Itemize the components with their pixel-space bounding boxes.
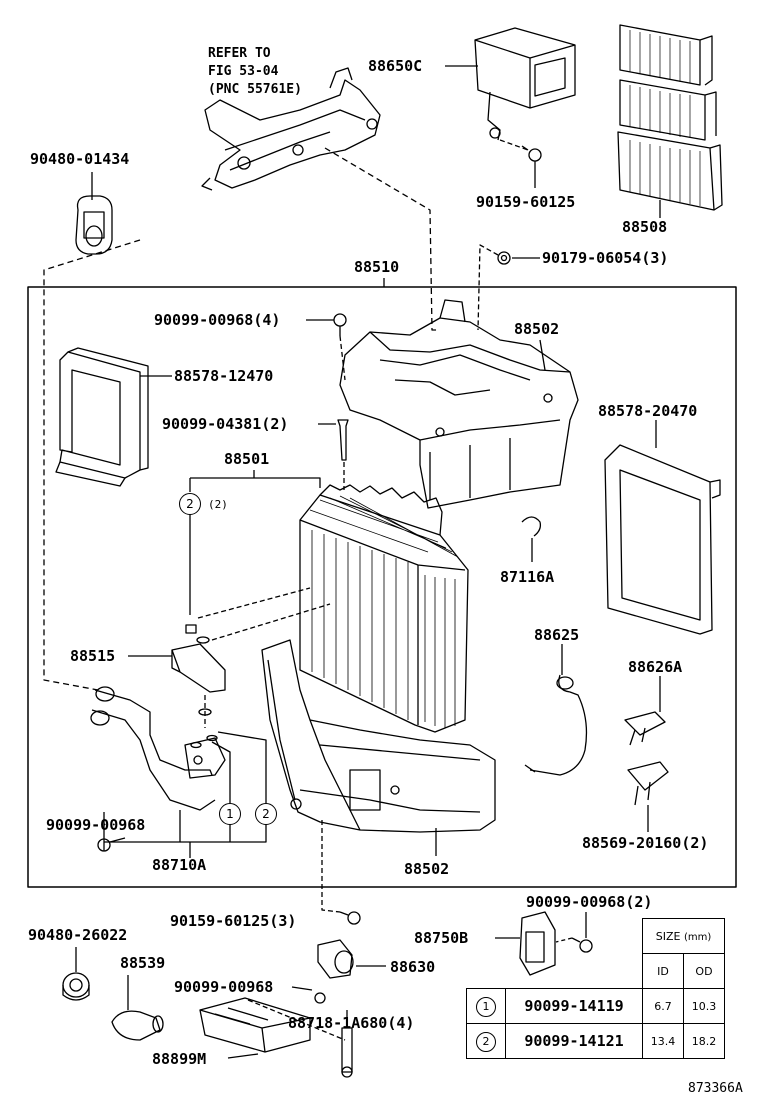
label-90480-26022: 90480-26022 [28,926,128,944]
callout-circle-2-top: 2 [179,493,201,515]
pipe-assembly-drawing [90,686,226,811]
clip-drawing [521,516,542,537]
refer-note-line2: FIG 53-04 [208,64,279,79]
od-header: OD [683,953,725,989]
screw-90099-2-drawing [571,937,593,953]
label-90099-00968-4: 90099-00968(4) [154,311,281,329]
label-88750b: 88750B [414,929,469,947]
row-od: 18.2 [683,1023,725,1059]
label-88510: 88510 [354,258,400,276]
label-88650c: 88650C [368,57,423,75]
label-90099-00968-2: 90099-00968(2) [526,893,653,911]
screw-90099-4-drawing [333,313,347,336]
label-90099-00968-left: 90099-00968 [46,816,146,834]
resistor-drawing [519,911,556,976]
row-id: 6.7 [642,988,684,1024]
label-90179-06054: 90179-06054(3) [542,249,669,267]
callout-circle-1: 1 [219,803,241,825]
bolt-88718-drawing [341,1027,353,1078]
row-index: 2 [476,1032,496,1052]
label-88710a: 88710A [152,856,207,874]
callout-2-quantity: (2) [208,498,228,511]
connector-88569-drawing [627,761,669,806]
label-88501: 88501 [224,450,270,468]
label-88515: 88515 [70,647,116,665]
label-88508: 88508 [622,218,668,236]
label-88539: 88539 [120,954,166,972]
grommet-drawing [75,195,113,255]
screw-90159-3-drawing [339,911,361,925]
refer-note-line1: REFER TO [208,46,271,61]
assembly-frame [27,286,737,888]
hose-drawing [111,1010,164,1041]
row-part-number: 90099-14121 [505,1023,643,1059]
connector-88626a-drawing [624,711,666,746]
label-88626a: 88626A [628,658,683,676]
row-part-number: 90099-14119 [505,988,643,1024]
nut-90179-drawing [497,251,511,265]
refer-note-line3: (PNC 55761E) [208,82,302,97]
label-87116a: 87116A [500,568,555,586]
figure-code: 873366A [688,1081,743,1096]
size-table-header-row: SIZE (mm) [467,918,725,954]
mounting-bracket-drawing [201,67,381,191]
table-row: 2 90099-14121 13.4 18.2 [466,1023,725,1059]
row-index: 1 [476,997,496,1017]
label-88899m: 88899M [152,1050,207,1068]
size-table: SIZE (mm) ID OD 1 90099-14119 6.7 10.3 2… [466,918,725,1059]
seal-right-drawing [604,444,721,635]
grommet-26022-drawing [62,972,90,1001]
label-90480-01434: 90480-01434 [30,150,130,168]
evaporator-drawing [299,484,469,733]
label-88578-20470: 88578-20470 [598,402,698,420]
label-88569-20160: 88569-20160(2) [582,834,709,852]
expansion-valve-drawing [171,624,226,749]
amplifier-drawing [474,27,576,141]
label-88625: 88625 [534,626,580,644]
table-row: 1 90099-14119 6.7 10.3 [466,988,725,1024]
duct-drawing [199,997,311,1053]
label-88502-top: 88502 [514,320,560,338]
label-88578-12470: 88578-12470 [174,367,274,385]
screw-90099-left-drawing [97,837,126,852]
size-table-subheader-row: ID OD [467,953,725,989]
label-90099-00968-bottom: 90099-00968 [174,978,274,996]
row-id: 13.4 [642,1023,684,1059]
id-header: ID [642,953,684,989]
upper-case-drawing [339,299,579,509]
label-90159-60125-top: 90159-60125 [476,193,576,211]
label-88718-1a680: 88718-1A680(4) [288,1014,415,1032]
filter-drawing [617,24,723,211]
label-88630: 88630 [390,958,436,976]
row-od: 10.3 [683,988,725,1024]
label-90159-60125-3: 90159-60125(3) [170,912,297,930]
sensor-88630-drawing [317,939,354,979]
label-90099-04381: 90099-04381(2) [162,415,289,433]
seal-left-drawing [55,347,149,487]
callout-circle-2-bottom: 2 [255,803,277,825]
thermistor-drawing [524,674,588,776]
screw-90159-top-drawing [521,145,542,162]
label-88502-bottom: 88502 [404,860,450,878]
bolt-90099-04381-drawing [337,419,349,461]
size-header-unit: (mm) [683,931,712,943]
screw-90099-bottom-drawing [314,992,326,1004]
size-header-label: SIZE [655,929,681,943]
lower-case-drawing [261,639,496,833]
size-header: SIZE (mm) [642,918,725,954]
